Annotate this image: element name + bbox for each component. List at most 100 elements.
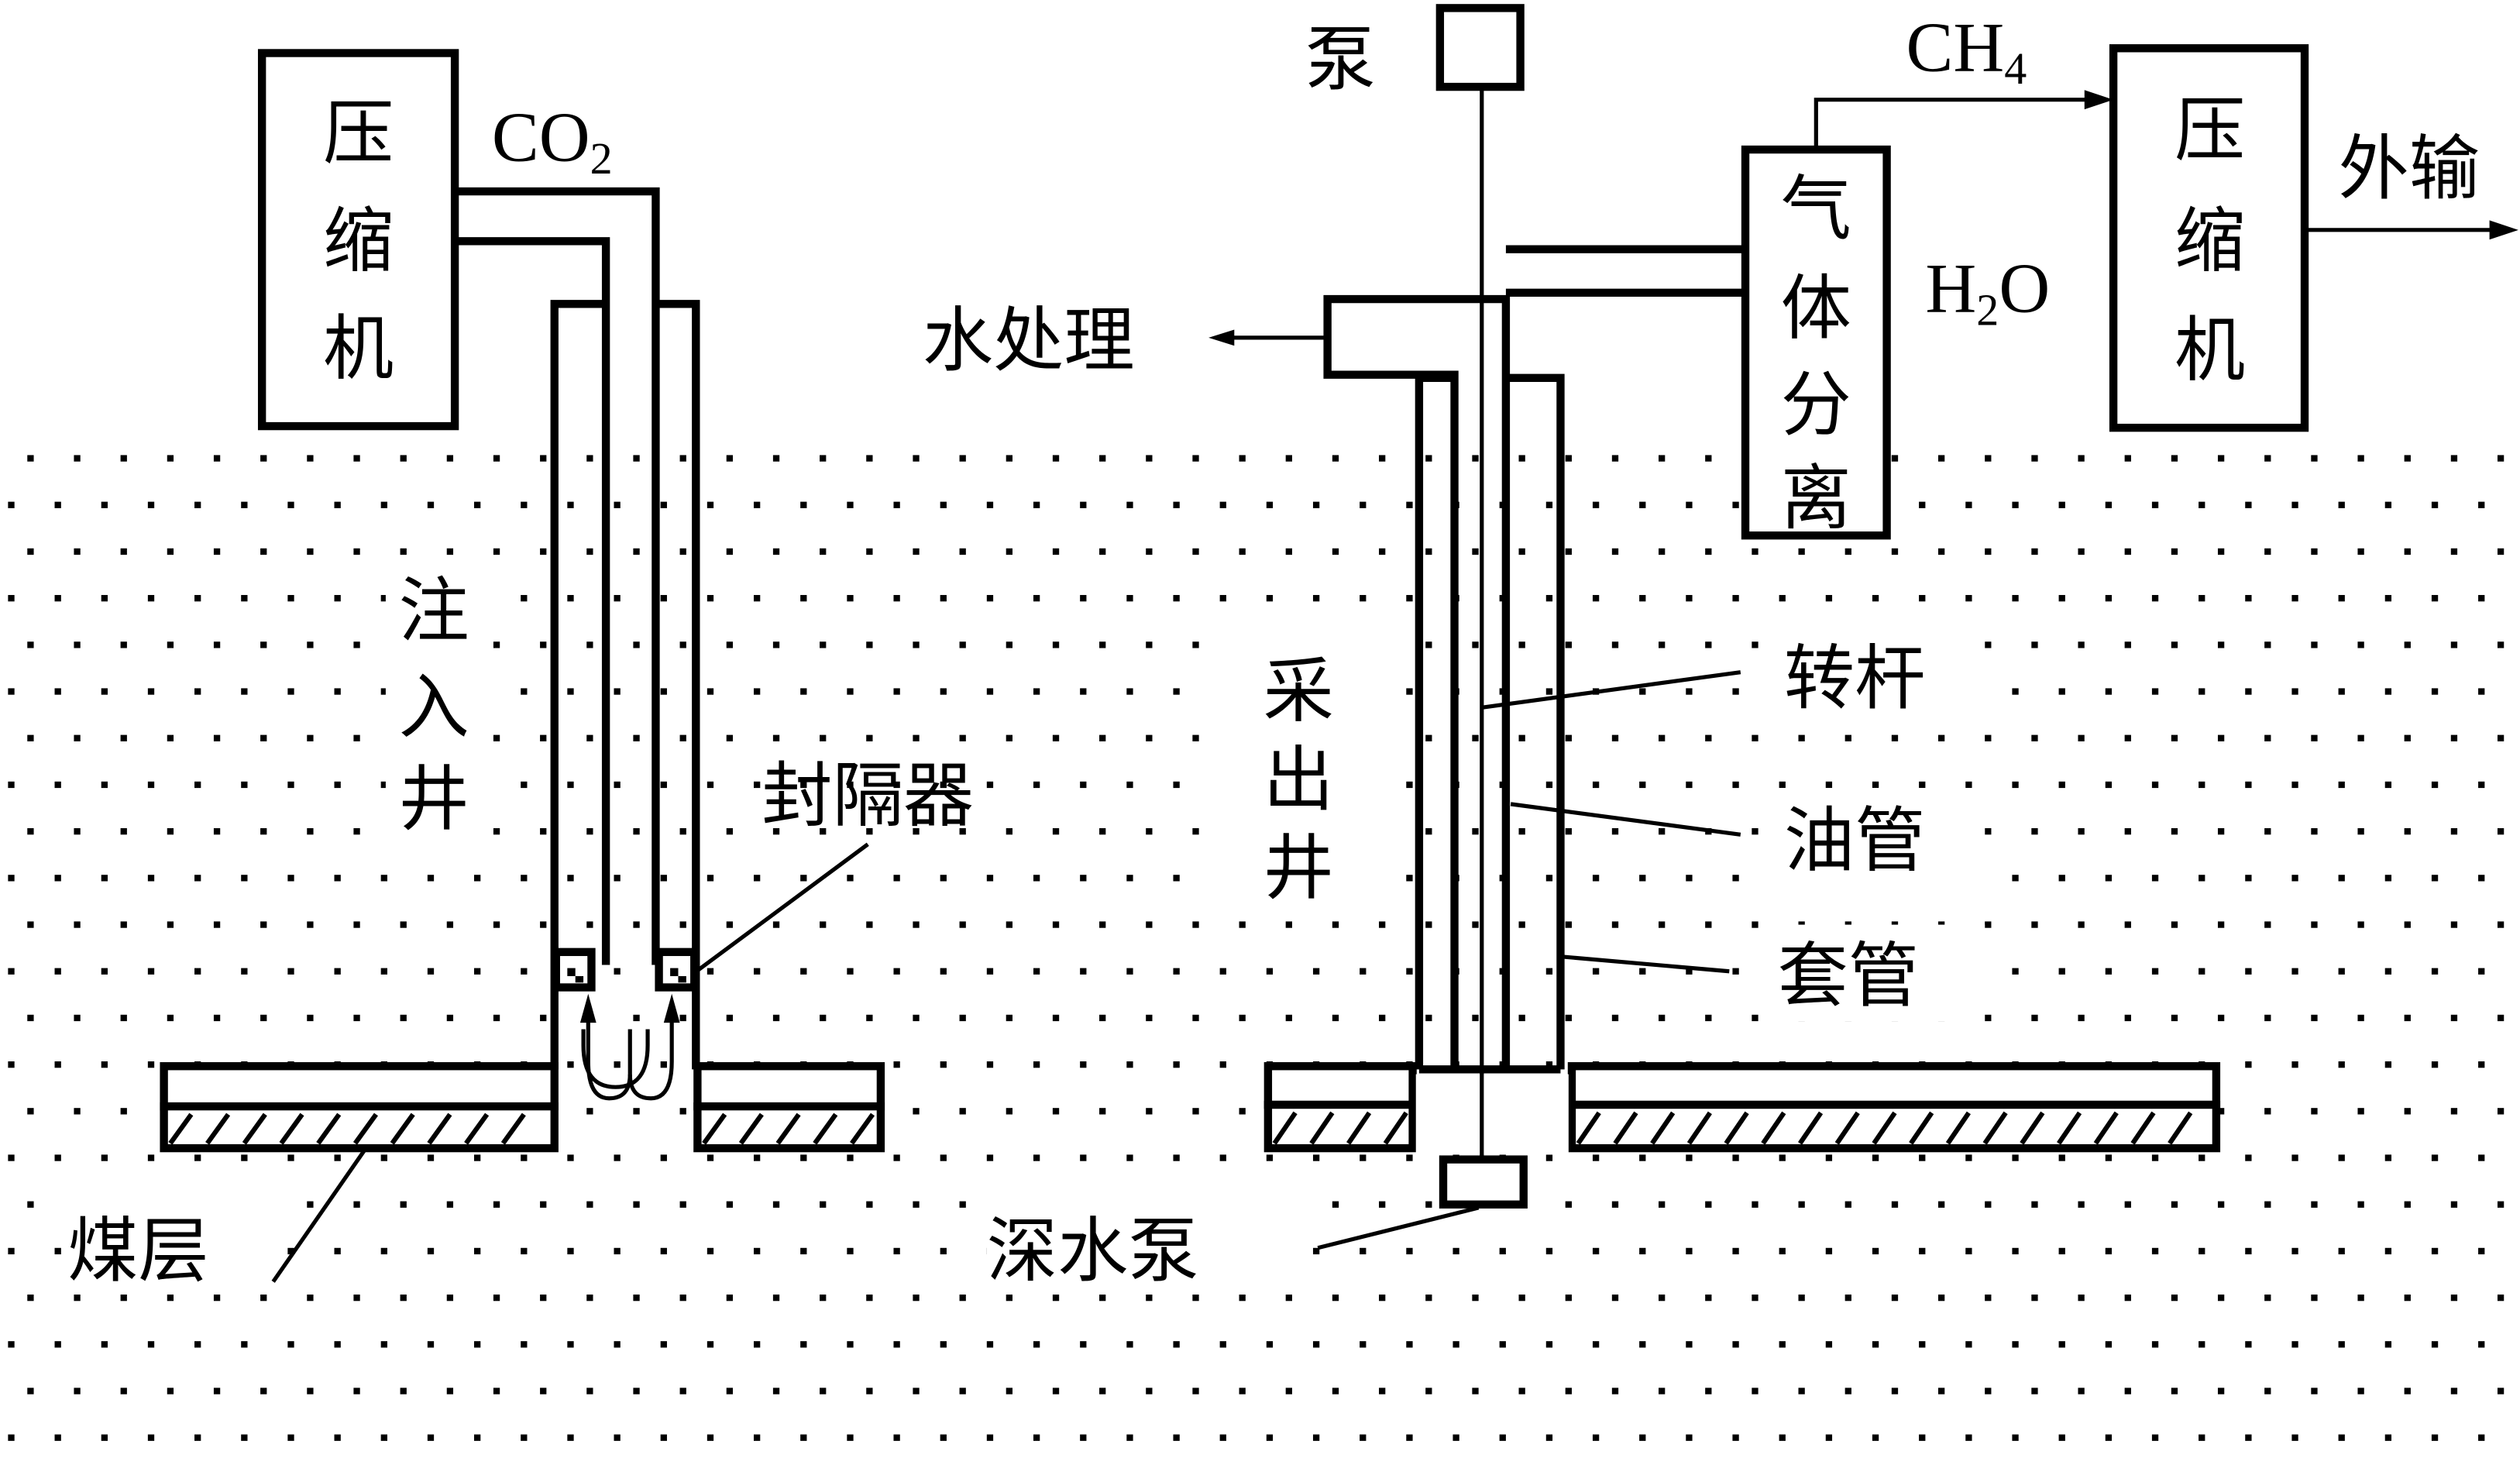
- ground-dot: [1379, 1294, 1386, 1302]
- ground-dot: [1686, 781, 1693, 789]
- ground-dot: [2291, 1154, 2298, 1161]
- ground-dot: [167, 641, 174, 648]
- ground-dot: [446, 1388, 454, 1395]
- ground-dot: [2105, 1154, 2113, 1161]
- ground-dot: [1266, 501, 1274, 508]
- ground-dot: [893, 688, 900, 695]
- ground-dot: [2105, 781, 2113, 789]
- ground-dot: [2264, 1014, 2271, 1022]
- ground-dot: [334, 875, 341, 882]
- ground-dot: [1499, 1434, 1506, 1441]
- ground-dot: [660, 595, 667, 602]
- ground-dot: [2450, 641, 2458, 648]
- ground-dot: [2217, 1294, 2225, 1302]
- ground-dot: [567, 595, 574, 602]
- ground-dot: [2384, 781, 2392, 789]
- ground-dot: [614, 781, 621, 789]
- ground-dot: [1752, 828, 1758, 835]
- ground-dot: [260, 921, 267, 928]
- ground-dot: [1312, 968, 1320, 975]
- ground-dot: [2171, 641, 2178, 648]
- ground-dot: [521, 875, 528, 882]
- ground-dot: [287, 781, 294, 789]
- ground-dot: [586, 455, 593, 462]
- ground-dot: [194, 688, 201, 695]
- ground-dot: [2338, 1341, 2345, 1348]
- ground-dot: [1611, 734, 1619, 741]
- ground-dot: [959, 734, 966, 741]
- ground-dot: [1659, 1388, 1666, 1395]
- ground-dot: [2199, 968, 2205, 975]
- ground-dot: [2404, 1388, 2411, 1395]
- ground-dot: [660, 1061, 667, 1068]
- ground-dot: [1332, 1014, 1339, 1022]
- coal-hatch-mark: [2093, 1111, 2119, 1145]
- ground-dot: [679, 1294, 686, 1302]
- ground-dot: [940, 1247, 947, 1255]
- ground-dot: [2431, 1341, 2439, 1348]
- ground-dot: [1146, 455, 1153, 462]
- ground-dot: [2478, 1247, 2485, 1255]
- ground-dot: [1219, 501, 1226, 508]
- ground-dot: [2105, 688, 2113, 695]
- ground-dot: [1033, 875, 1040, 882]
- ground-dot: [1659, 455, 1666, 462]
- ground-dot: [2338, 781, 2345, 789]
- ground-dot: [959, 921, 966, 928]
- ground-dot: [820, 1201, 827, 1208]
- coal-hatch-mark: [1872, 1111, 1897, 1145]
- ground-dot: [2012, 875, 2019, 882]
- pump-label: 泵: [1305, 18, 1376, 101]
- ground-dot: [1285, 1294, 1292, 1302]
- ground-dot: [2384, 1247, 2392, 1255]
- ground-dot: [353, 734, 360, 741]
- ground-dot: [1499, 1247, 1506, 1255]
- ground-dot: [540, 641, 547, 648]
- ground-dot: [2058, 875, 2065, 882]
- ground-dot: [1705, 1294, 1712, 1302]
- coal-seam-injection-right: [693, 1062, 885, 1153]
- ground-dot: [1052, 1388, 1060, 1395]
- ground-dot: [679, 1201, 686, 1208]
- coal-hatch-mark: [1309, 1111, 1335, 1145]
- surface-pump-box: [1435, 4, 1525, 91]
- ground-dot: [753, 1434, 761, 1441]
- ground-dot: [446, 455, 454, 462]
- ground-dot: [1659, 734, 1666, 741]
- ground-dot: [147, 968, 155, 975]
- ground-dot: [2404, 1294, 2411, 1302]
- ground-dot: [353, 1014, 360, 1022]
- ground-dot: [2151, 688, 2159, 695]
- ground-dot: [2171, 1201, 2178, 1208]
- ground-dot: [820, 1014, 827, 1022]
- ground-dot: [2338, 501, 2345, 508]
- ground-dot: [1825, 1341, 1833, 1348]
- ground-dot: [679, 734, 686, 741]
- ground-dot: [2404, 641, 2411, 648]
- ground-dot: [1052, 1294, 1060, 1302]
- ground-dot: [1146, 1014, 1153, 1022]
- ground-dot: [1472, 734, 1479, 741]
- ground-dot: [27, 1388, 34, 1395]
- ground-dot: [820, 641, 827, 648]
- ground-dot: [446, 1014, 454, 1022]
- ground-dot: [1266, 1434, 1274, 1441]
- ground-dot: [8, 1154, 15, 1161]
- ground-dot: [847, 1154, 854, 1161]
- ground-dot: [1080, 1434, 1087, 1441]
- ground-dot: [1919, 1154, 1926, 1161]
- coal-hatch-mark: [775, 1113, 801, 1145]
- ground-dot: [1545, 595, 1553, 602]
- ground-dot: [1360, 595, 1367, 602]
- ground-dot: [493, 921, 500, 928]
- casing-right-wall: [1505, 373, 1565, 1070]
- ground-dot: [540, 548, 547, 555]
- ground-dot: [101, 968, 108, 975]
- ground-dot: [2478, 875, 2485, 882]
- ground-dot: [1453, 1247, 1459, 1255]
- ground-dot: [567, 1247, 574, 1255]
- ground-dot: [120, 828, 127, 835]
- ground-dot: [1752, 548, 1758, 555]
- ground-dot: [2199, 1154, 2205, 1161]
- ground-dot: [380, 688, 387, 695]
